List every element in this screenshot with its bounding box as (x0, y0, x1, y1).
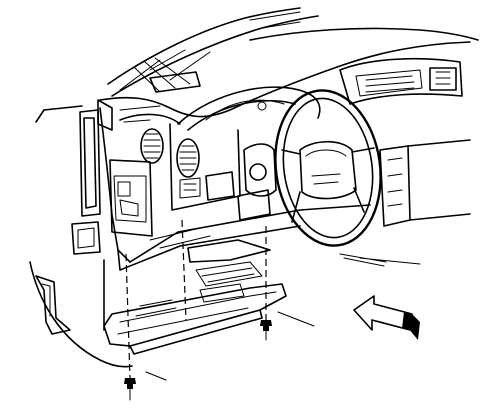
steering-wheel (274, 89, 382, 247)
left-lower-curve (29, 259, 133, 368)
left-trim-panel (35, 105, 101, 255)
steering-column (237, 143, 277, 221)
center-vents (140, 128, 200, 178)
lower-dash-edge (117, 204, 371, 271)
bolt-icon (260, 320, 272, 341)
instrument-cluster (177, 86, 321, 131)
front-direction-arrow-icon (353, 295, 420, 340)
bolt-icon (124, 378, 136, 401)
alignment-lines (125, 219, 385, 381)
right-console (339, 139, 471, 265)
knee-bolster-panel (103, 261, 287, 355)
right-air-vent (339, 57, 463, 105)
left-dash-face (99, 107, 241, 263)
